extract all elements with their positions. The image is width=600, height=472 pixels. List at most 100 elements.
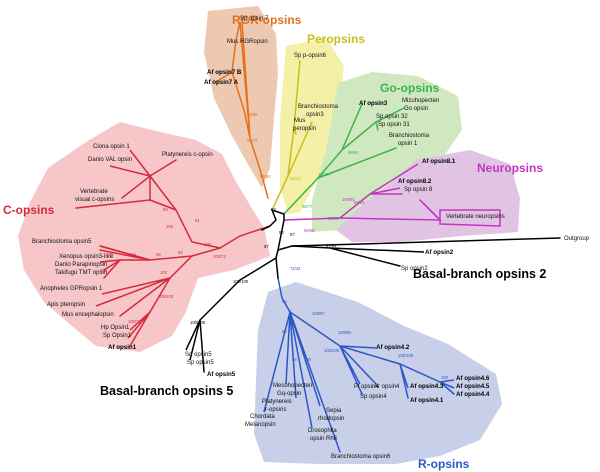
support-value: 100 (100, 268, 108, 273)
leaf-mesohopecten-line1: Mesohopecten (273, 383, 312, 389)
support-value: 100/71 (128, 319, 141, 324)
support-value: 100/100 (398, 353, 414, 358)
leaf-mizuhopecten-line1: Mizuhopecten (402, 98, 439, 104)
c-branch (99, 245, 221, 279)
leaf-branchiostoma-opsin1-line1: Branchiostoma (389, 133, 430, 139)
go-opsins-title: Go-opsins (380, 81, 440, 95)
leaf-drosophila-rh6-line1: Drosophila (308, 428, 337, 434)
support-value: 99/94 (348, 150, 359, 155)
peropsins-area (280, 38, 344, 214)
c-branch (127, 277, 171, 347)
leaf-hp-opsin1: Hp Opsin1 (101, 325, 130, 331)
go-branch (317, 147, 397, 179)
leaf-af-opsin4-2: Af opsin4.2 (376, 344, 410, 351)
pero-branch (271, 59, 301, 211)
c-collapsed-clade (99, 245, 151, 261)
support-value: 95/48 (328, 216, 339, 221)
leaf-ar-opsin4: Ar opsin4 (374, 384, 400, 390)
support-value: 100/72 (213, 254, 226, 259)
pero-branch (287, 121, 313, 177)
basal-branch (185, 257, 277, 373)
r-branch (339, 345, 377, 395)
leaf-sepia-rhodopsin-line1: Sepia (326, 408, 342, 414)
basal-branch (291, 245, 425, 267)
leaf-af-opsin3: Af opsin3 (359, 100, 388, 107)
leaf-outgroup: Outgroup (564, 236, 590, 242)
support-value: 100/100 (324, 348, 340, 353)
leaf-anopheles-gpropsin1: Anopheles GPRopsin 1 (40, 286, 103, 292)
leaf-mus-peropsin-line1: Mus (294, 118, 305, 124)
leaf-sp-opsin2: Sp opsin2 (401, 266, 428, 272)
leaf-af-opsin7a: Af opsin7 A (204, 79, 239, 86)
leaf-sp-opsin8: Sp opsin 8 (404, 187, 433, 193)
leaf-af-opsin4-3: Af opsin4.3 (410, 383, 444, 390)
neuro-collapsed-clade (419, 199, 501, 227)
leaf-af-opsin8-2: Af opsin8.2 (398, 178, 432, 185)
leaf-af-opsin4-5: Af opsin4.5 (456, 383, 490, 390)
leaf-mesohopecten-line2: Gq-opsin (277, 391, 301, 397)
support-value: 100 (106, 252, 114, 257)
leaf-af-opsin8-1: Af opsin8.1 (422, 158, 456, 165)
support-value: 100 (166, 224, 174, 229)
leaf-af-opsin2: Af opsin2 (425, 249, 454, 256)
leaf-sp-opsin4: Sp opsin4 (360, 394, 387, 400)
c-branch (149, 199, 177, 211)
rgr-branch (215, 21, 269, 199)
leaf-af-opsin1: Af opsin1 (108, 344, 137, 351)
support-value: 93/73 (247, 138, 258, 143)
leaf-platynereis-c-opsin: Platynereis c-opsin (162, 152, 213, 158)
c-collapsed-clade (75, 174, 151, 209)
leaf-sp-popsin6: Sp p-opsin6 (294, 53, 327, 59)
basal-branch-opsins-2-title: Basal-branch opsins 2 (413, 267, 546, 281)
leaf-vertebrate-c-opsins-line2: visual c-opsins (75, 197, 114, 203)
basal-branch (261, 208, 285, 279)
support-value: 100/100 (233, 279, 249, 284)
support-value: 93 (271, 207, 276, 212)
support-value: 100 (160, 270, 168, 275)
leaf-af-opsin4-4: Af opsin4.4 (456, 391, 490, 398)
support-value: 81 (195, 218, 200, 223)
r-opsins-title: R-opsins (418, 457, 470, 471)
leaf-mus-rgropsin: Mus RGRopsin (227, 39, 268, 45)
support-value: 100 (304, 357, 312, 362)
leaf-sp-opsin1: Sp Opsin1 (103, 333, 132, 339)
support-value: 96/59 (304, 228, 315, 233)
support-value: 57 (290, 232, 295, 237)
leaf-af-opsin5: Af opsin5 (207, 371, 236, 378)
neuro-branch (283, 163, 419, 221)
leaf-sp-opsin7: Sp opsin 7 (240, 16, 269, 22)
support-value: 100/100 (158, 294, 174, 299)
support-value: 100/97 (312, 311, 325, 316)
basal-branch-opsins-5-title: Basal-branch opsins 5 (100, 384, 233, 398)
r-opsins-area (254, 282, 502, 464)
support-value: 100 (441, 375, 449, 380)
leaf-sp-opsin31: Sp opsin 31 (378, 122, 410, 128)
support-value: 92 (282, 329, 287, 334)
leaf-chordata-melanopsin-line2: Melanopsin (245, 422, 276, 428)
support-value: 100/90 (338, 330, 351, 335)
support-value: 52 (282, 299, 287, 304)
leaf-platynereis-r-opsins-line1: Platynereis (262, 399, 292, 405)
leaf-sp-opsin32: Sp opsin 32 (376, 114, 408, 120)
leaf-pl-opsin4: Pl opsin4 (354, 384, 379, 390)
support-value: 100/91 (342, 197, 355, 202)
r-branch (399, 363, 409, 399)
leaf-branchiostoma-opsin5: Branchiostoma opsin5 (32, 239, 92, 245)
peropsins-title: Peropsins (307, 32, 365, 46)
leaf-danio-val-opsin: Danio VAL opsin (88, 157, 132, 163)
support-value: 99/98 (247, 112, 258, 117)
rgr-opsins-area (204, 6, 278, 188)
support-value: 97 (264, 244, 269, 249)
support-value: 98/92 (260, 174, 271, 179)
leaf-vertebrate-neuropsins: Vertebrate neuropsins (446, 214, 505, 220)
leaf-platynereis-r-opsins-line2: r-opsins (265, 407, 286, 413)
leaf-branchiostoma-opsin3-line2: opsin3 (306, 112, 324, 118)
support-value: 80/43 (290, 176, 301, 181)
leaf-danio-parapinopsin: Danio Parapinopsin (55, 262, 107, 268)
rgr-opsins-title: RGR-opsins (232, 13, 302, 27)
c-opsins-area (18, 122, 270, 352)
support-value: 100 (204, 242, 212, 247)
support-value: 64 (178, 250, 183, 255)
leaf-sepia-rhodopsin-line2: rhodopsin (318, 416, 344, 422)
